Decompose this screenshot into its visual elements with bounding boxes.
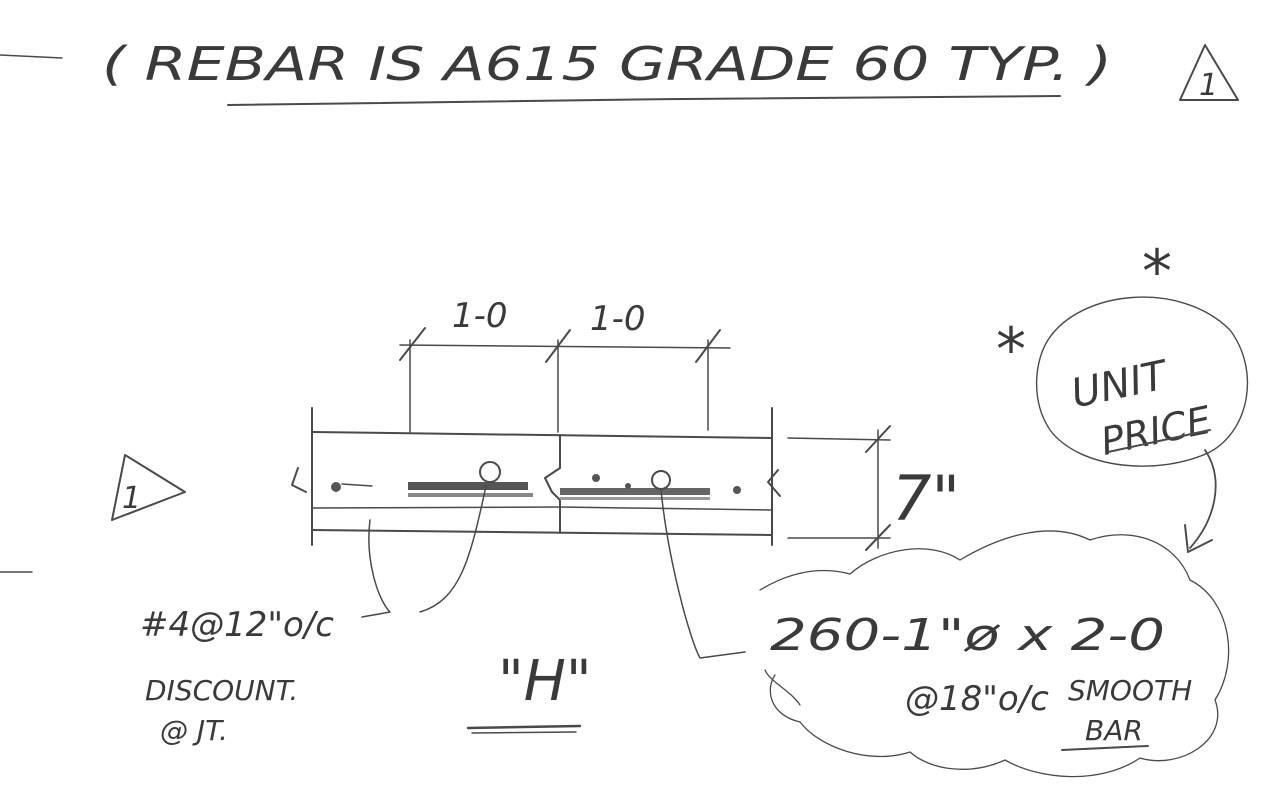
spacing-dimension: 1-0 1-0: [399, 296, 731, 433]
dowel-type-underline: [1061, 745, 1149, 751]
rebar-size-label: #4@12"o/c: [140, 605, 334, 645]
unit-price-bubble: [1035, 296, 1249, 467]
dowel-bars: [408, 482, 710, 500]
unit-price-asterisk-left: *: [996, 315, 1026, 385]
rebar-note-line1: DISCOUNT.: [145, 674, 298, 707]
rebar-dots: [331, 461, 741, 494]
dowel-type-line1: SMOOTH: [1068, 674, 1192, 707]
leader-stub-top: [0, 54, 63, 59]
construction-joint: [544, 434, 561, 534]
slab-section: [291, 407, 781, 546]
dowel-type-line2: BAR: [1085, 714, 1143, 747]
thickness-label: 7": [892, 462, 960, 535]
dowel-bar-right: [560, 488, 710, 495]
unit-price-arrow: [1189, 449, 1217, 549]
detail-label: "H": [498, 649, 592, 714]
unit-price-asterisk-top: *: [1142, 237, 1172, 307]
dowel-spec-label: 260-1"ø x 2-0: [770, 610, 1165, 661]
thickness-dimension: 7": [787, 425, 960, 551]
rebar-note-line2: @ JT.: [160, 714, 228, 747]
svg-text:1: 1: [122, 481, 141, 516]
spacing-label-left: 1-0: [452, 296, 508, 336]
revision-triangle-top: 1: [1179, 44, 1239, 103]
dowel-spacing-label: @18"o/c: [905, 679, 1049, 719]
dowel-bar-left: [408, 482, 528, 490]
note-underline: [227, 95, 1061, 106]
rebar-note: ( REBAR IS A615 GRADE 60 TYP. ): [102, 37, 1112, 91]
dowel-spec-cloud: [759, 530, 1230, 778]
callout-leaders: [361, 485, 746, 659]
spacing-label-right: 1-0: [590, 299, 646, 339]
svg-text:1: 1: [1199, 68, 1218, 103]
detail-label-underline: [466, 724, 582, 730]
revision-triangle-left: 1: [111, 454, 186, 521]
